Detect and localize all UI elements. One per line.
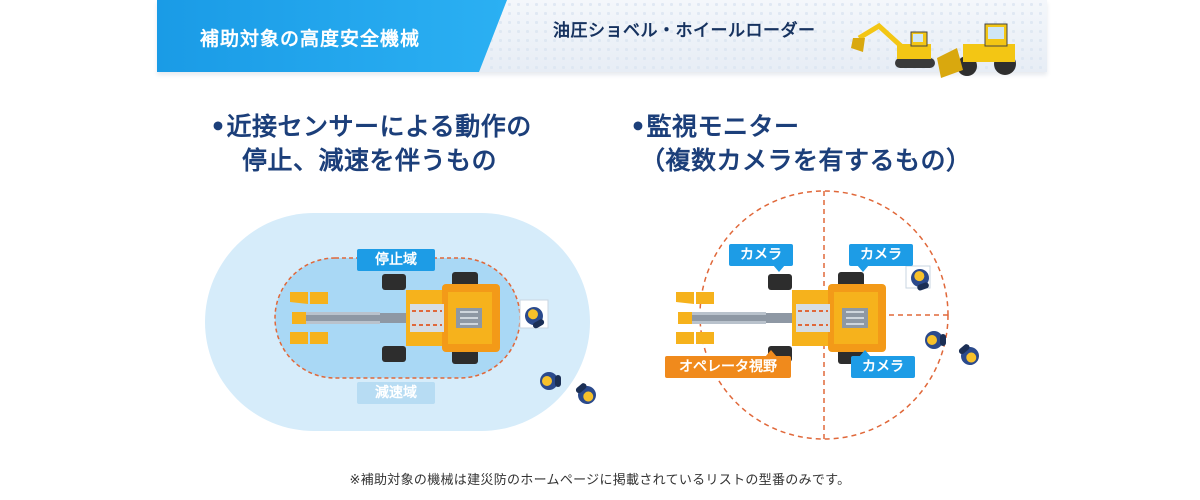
monitor-heading: •監視モニター （複数カメラを有するもの） [630, 110, 972, 178]
slow-zone-label: 減速域 [357, 382, 435, 404]
heading-right-line2: （複数カメラを有するもの） [640, 146, 972, 175]
excavator-right [675, 271, 887, 365]
header-subtitle: 油圧ショベル・ホイールローダー [553, 21, 816, 41]
header-title: 補助対象の高度安全機械 [200, 28, 421, 50]
heading-left-line1: •近接センサーによる動作の [210, 112, 532, 141]
sensor-icon [519, 299, 549, 331]
camera-label-3: カメラ [851, 350, 915, 378]
proximity-sensor-heading: •近接センサーによる動作の 停止、減速を伴うもの [210, 110, 532, 178]
footnote: ※補助対象の機械は建災防のホームページに掲載されているリストの型番のみです。 [349, 473, 851, 488]
operator-view-label: オペレータ視野 [665, 350, 791, 378]
heading-right-line1: •監視モニター [630, 112, 800, 141]
stop-zone-label: 停止域 [357, 249, 435, 271]
header-title-tab [157, 0, 507, 72]
heading-left-line2: 停止、減速を伴うもの [242, 146, 498, 175]
camera-worker-icons [905, 265, 983, 369]
construction-vehicles-icon [851, 22, 1016, 78]
camera-label-1: カメラ [729, 244, 793, 272]
camera-label-2: カメラ [849, 244, 913, 272]
